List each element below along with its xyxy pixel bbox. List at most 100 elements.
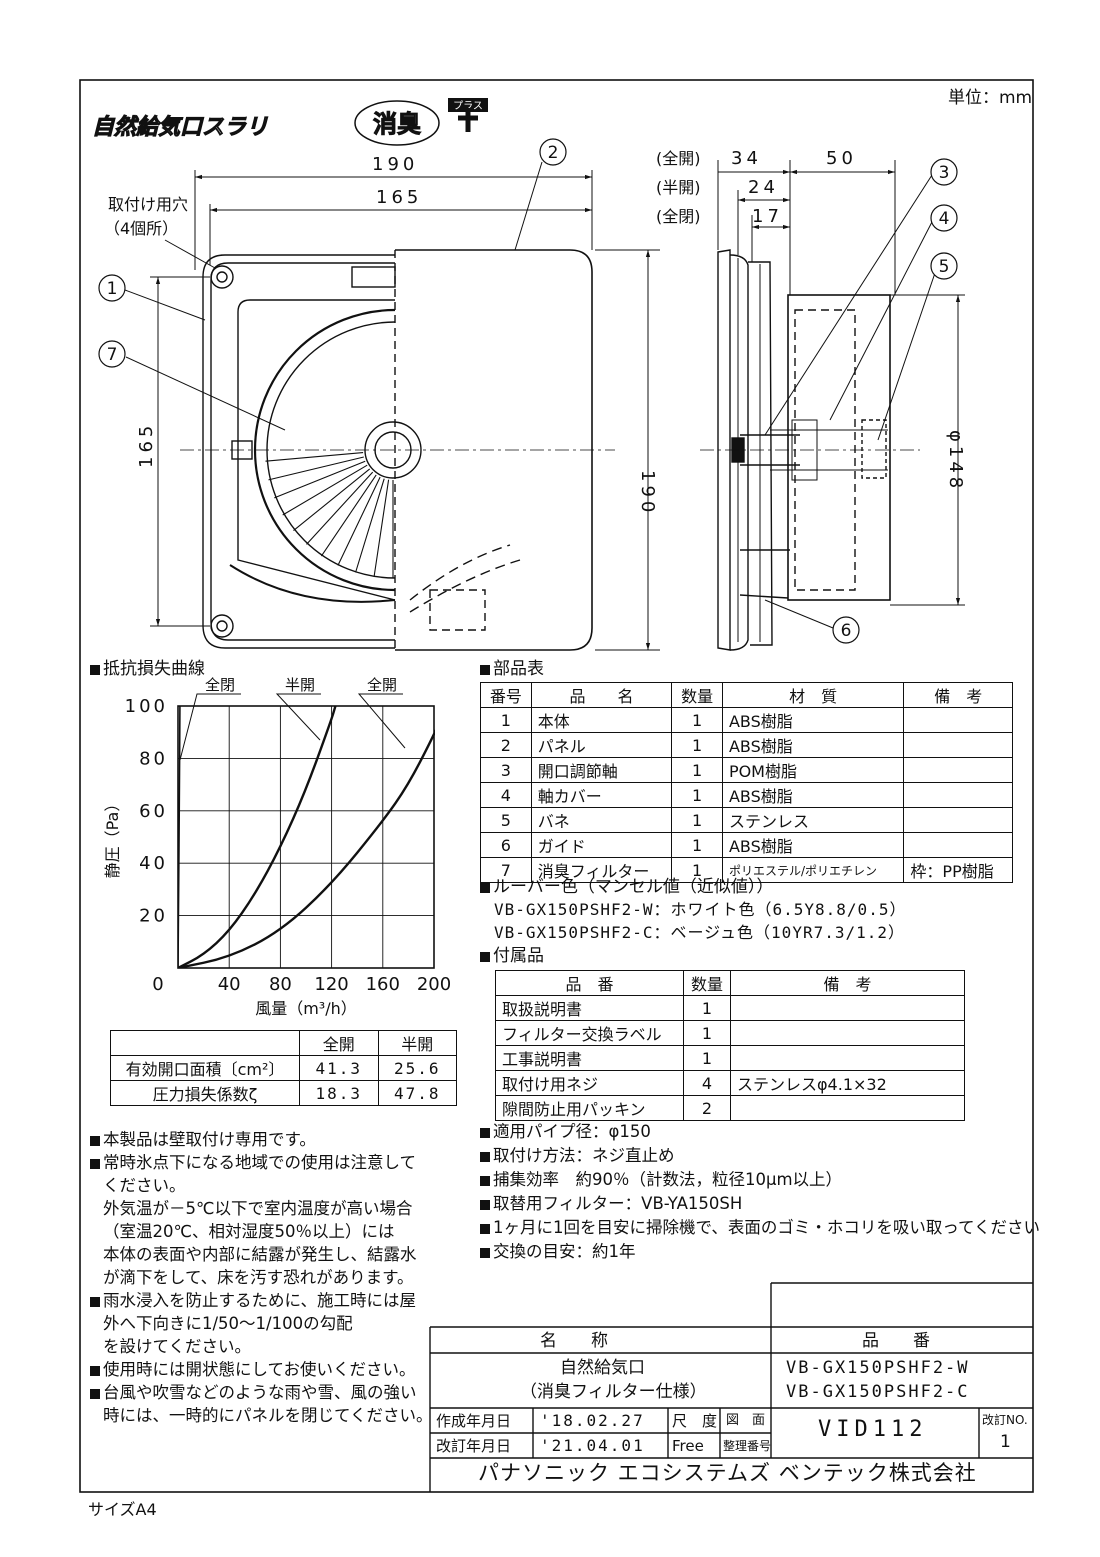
accessories-cell: 1 bbox=[683, 995, 731, 1021]
accessories-cell: 取扱説明書 bbox=[495, 995, 684, 1021]
tb-revised: '21.04.01 bbox=[540, 1436, 645, 1455]
sheet-size: サイズA4 bbox=[88, 1500, 157, 1519]
product-logo: 自然給気口スラリ 消臭 プラス bbox=[92, 98, 488, 146]
accessories-cell bbox=[730, 1095, 965, 1121]
parts-header-cell: 材 質 bbox=[721, 682, 905, 708]
chart-xtick: 0 bbox=[152, 974, 163, 995]
callout-7 bbox=[98, 340, 126, 368]
spec-item: 捕集効率 約90％（計数法，粒径10μm以上） bbox=[480, 1168, 1040, 1192]
coef-cell: 47.8 bbox=[377, 1080, 457, 1106]
louver-title-text: ルーバー色（マンセル値（近似値）） bbox=[493, 877, 774, 897]
parts-cell: 1 bbox=[671, 757, 723, 783]
parts-cell bbox=[903, 732, 1013, 758]
parts-cell: 5 bbox=[480, 807, 532, 833]
parts-cell: 1 bbox=[671, 832, 723, 858]
accessories-header-cell: 数量 bbox=[683, 970, 731, 996]
tb-part-2: VB-GX150PSHF2-C bbox=[786, 1382, 970, 1402]
accessories-cell bbox=[730, 995, 965, 1021]
coef-header-empty bbox=[110, 1030, 300, 1056]
chart-series-leader bbox=[179, 693, 241, 761]
svg-text:1: 1 bbox=[107, 279, 118, 299]
coef-row-label: 圧力損失係数ζ bbox=[110, 1080, 300, 1106]
svg-text:自然給気口スラリ: 自然給気口スラリ bbox=[92, 114, 268, 140]
note-text: 台風や吹雪などのような雨や雪、風の強い bbox=[103, 1383, 417, 1402]
tb-drawing-no: VID112 bbox=[818, 1417, 928, 1442]
parts-cell: ガイド bbox=[530, 832, 673, 858]
tb-scale-label: 尺 度 bbox=[672, 1412, 718, 1430]
svg-text:24: 24 bbox=[748, 177, 779, 198]
callout-5 bbox=[930, 252, 958, 280]
chart-ytick: 80 bbox=[139, 748, 168, 769]
parts-cell: ABS樹脂 bbox=[721, 832, 905, 858]
title-block-lines bbox=[429, 1282, 1033, 1492]
note-line: 常時氷点下になる地域での使用は注意して bbox=[90, 1151, 433, 1174]
accessories-cell: 1 bbox=[683, 1020, 731, 1046]
svg-text:5: 5 bbox=[939, 257, 950, 277]
chart-title: 抵抗損失曲線 bbox=[90, 659, 205, 679]
accessories-cell bbox=[730, 1020, 965, 1046]
parts-cell bbox=[903, 832, 1013, 858]
spec-text: 適用パイプ径：φ150 bbox=[493, 1122, 651, 1141]
note-text: 常時氷点下になる地域での使用は注意して bbox=[103, 1153, 417, 1172]
chart-series-3 bbox=[178, 729, 435, 968]
parts-cell: 6 bbox=[480, 832, 532, 858]
parts-cell: パネル bbox=[530, 732, 673, 758]
louver-line-c: VB-GX150PSHF2-C：ベージュ色（10YR7.3/1.2） bbox=[494, 923, 906, 942]
tb-scale: Free bbox=[672, 1437, 704, 1455]
chart-series-label: 全閉 bbox=[205, 676, 235, 694]
note-line: を設けてください。 bbox=[90, 1335, 433, 1358]
note-text: ください。 bbox=[103, 1176, 186, 1195]
spec-text: 交換の目安：約1年 bbox=[493, 1242, 636, 1261]
accessories-cell: ステンレスφ4.1×32 bbox=[730, 1070, 965, 1096]
svg-text:取付け用穴: 取付け用穴 bbox=[108, 195, 188, 214]
note-text: を設けてください。 bbox=[103, 1337, 252, 1356]
tb-created: '18.02.27 bbox=[540, 1411, 645, 1430]
chart-xtick: 160 bbox=[366, 974, 400, 995]
svg-text:（4個所）: （4個所） bbox=[104, 219, 178, 238]
callout-6 bbox=[832, 616, 860, 644]
note-line: が滴下をして、床を汚す恐れがあります。 bbox=[90, 1266, 433, 1289]
side-view bbox=[700, 249, 920, 651]
spec-item: 取付け方法：ネジ直止め bbox=[480, 1144, 1040, 1168]
parts-cell: ステンレス bbox=[721, 807, 905, 833]
note-text: 外気温が－5℃以下で室内温度が高い場合 bbox=[103, 1199, 413, 1218]
parts-cell: ABS樹脂 bbox=[721, 782, 905, 808]
parts-cell bbox=[903, 757, 1013, 783]
parts-cell: 3 bbox=[480, 757, 532, 783]
accessories-header-cell: 品 番 bbox=[495, 970, 684, 996]
parts-cell: 消臭フィルター bbox=[530, 857, 673, 883]
svg-text:(半開): (半開) bbox=[656, 178, 701, 197]
coef-row-label: 有効開口面積〔cm²〕 bbox=[110, 1055, 300, 1081]
tb-name-2: （消臭フィルター仕様） bbox=[520, 1382, 707, 1402]
accessories-cell: 隙間防止用パッキン bbox=[495, 1095, 684, 1121]
note-line: 時には、一時的にパネルを閉じてください。 bbox=[90, 1404, 433, 1427]
svg-text:消臭: 消臭 bbox=[373, 110, 421, 138]
parts-cell: 2 bbox=[480, 732, 532, 758]
svg-text:17: 17 bbox=[752, 206, 783, 227]
parts-title: 部品表 bbox=[480, 659, 544, 679]
callout-1 bbox=[98, 274, 126, 302]
chart-series-leader bbox=[275, 693, 321, 741]
note-text: が滴下をして、床を汚す恐れがあります。 bbox=[103, 1268, 414, 1287]
louver-title: ルーバー色（マンセル値（近似値）） bbox=[480, 877, 773, 897]
specs-list: 適用パイプ径：φ150 取付け方法：ネジ直止め捕集効率 約90％（計数法，粒径10… bbox=[480, 1120, 1040, 1264]
tb-part-1: VB-GX150PSHF2-W bbox=[786, 1358, 970, 1378]
callout-3 bbox=[930, 158, 958, 186]
svg-text:165: 165 bbox=[376, 187, 422, 208]
note-text: 使用時には開状態にしてお使いください。 bbox=[103, 1360, 416, 1379]
note-line: 本体の表面や内部に結露が発生し、結露水 bbox=[90, 1243, 433, 1266]
front-view bbox=[180, 249, 615, 651]
note-line: ください。 bbox=[90, 1174, 433, 1197]
parts-header-row: 番号品 名数量材 質備 考 bbox=[480, 682, 1013, 708]
parts-header-cell: 備 考 bbox=[903, 682, 1013, 708]
